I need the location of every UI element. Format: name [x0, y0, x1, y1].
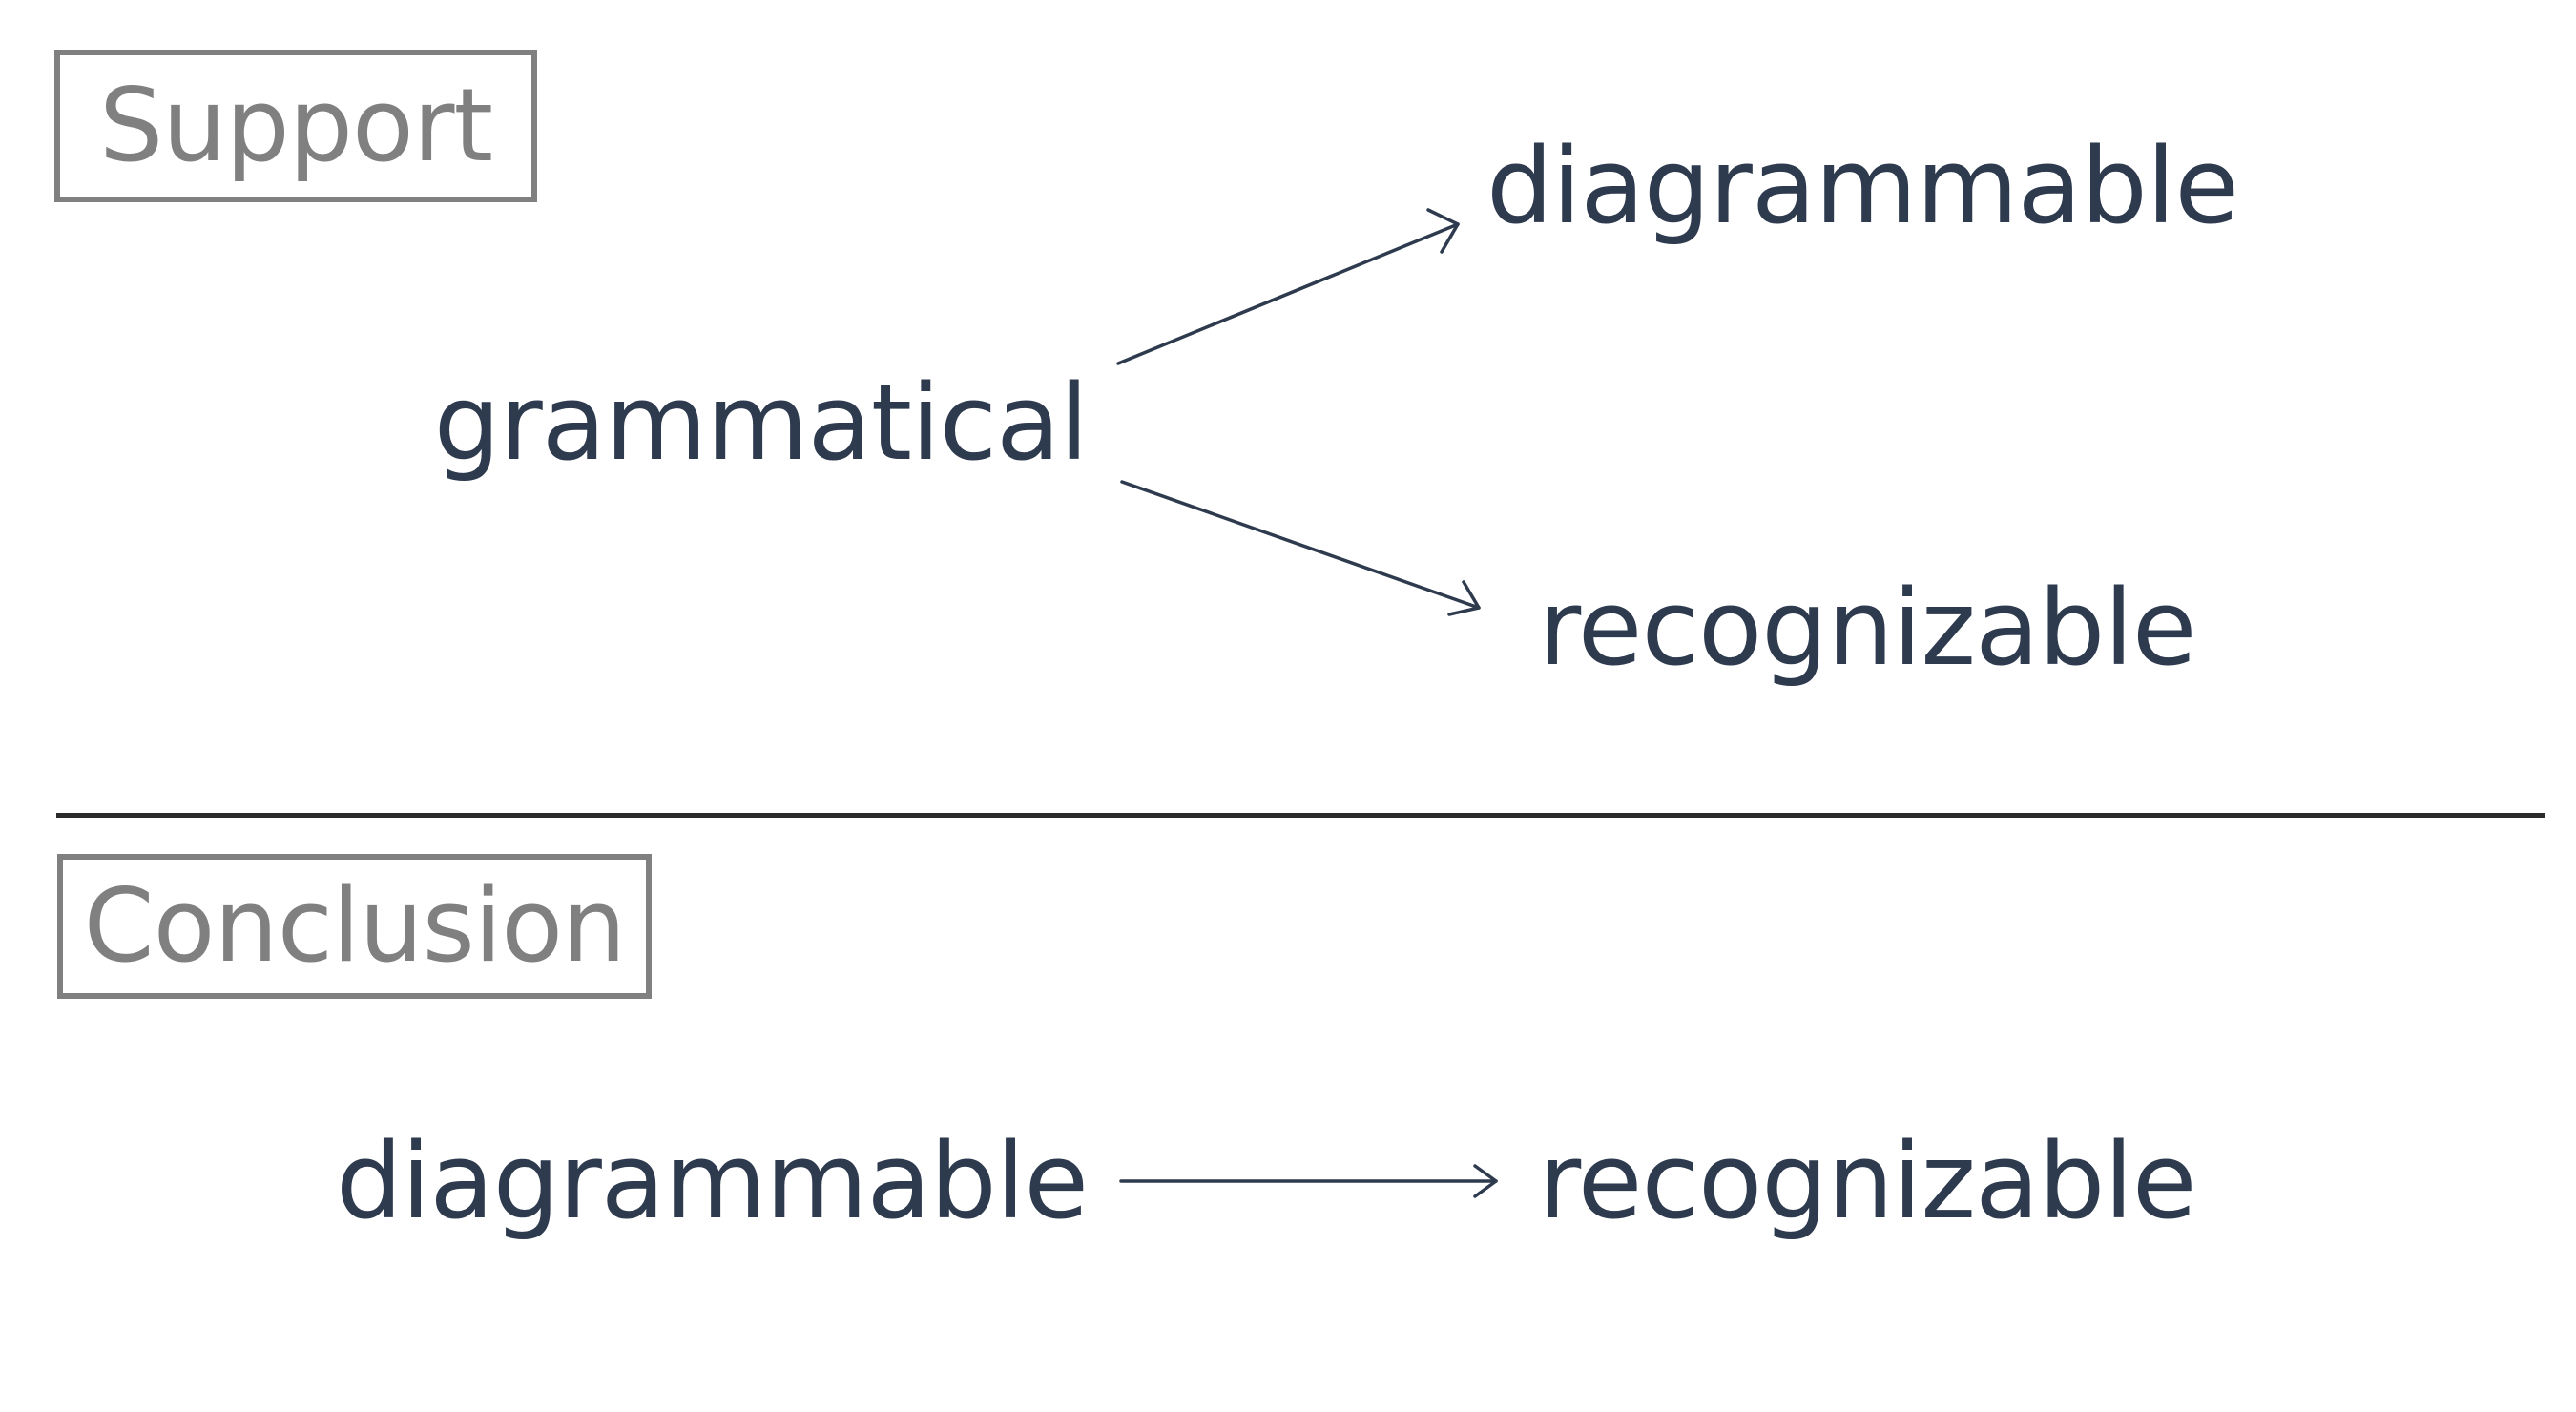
arrow-grammatical-to-diagrammable: [1116, 208, 1460, 365]
arrow-grammatical-to-recognizable: [1120, 480, 1481, 616]
arrow-diagrammable-to-recognizable: [1119, 1164, 1498, 1198]
support-label: Support: [54, 50, 537, 202]
conclusion-term-recognizable: recognizable: [1538, 1120, 2197, 1242]
conclusion-label: Conclusion: [57, 854, 652, 999]
premise-term-grammatical: grammatical: [433, 362, 1089, 484]
conclusion-term-diagrammable: diagrammable: [335, 1120, 1089, 1242]
support-term-diagrammable: diagrammable: [1486, 125, 2239, 247]
section-divider: [56, 813, 2545, 818]
support-term-recognizable: recognizable: [1538, 567, 2197, 689]
